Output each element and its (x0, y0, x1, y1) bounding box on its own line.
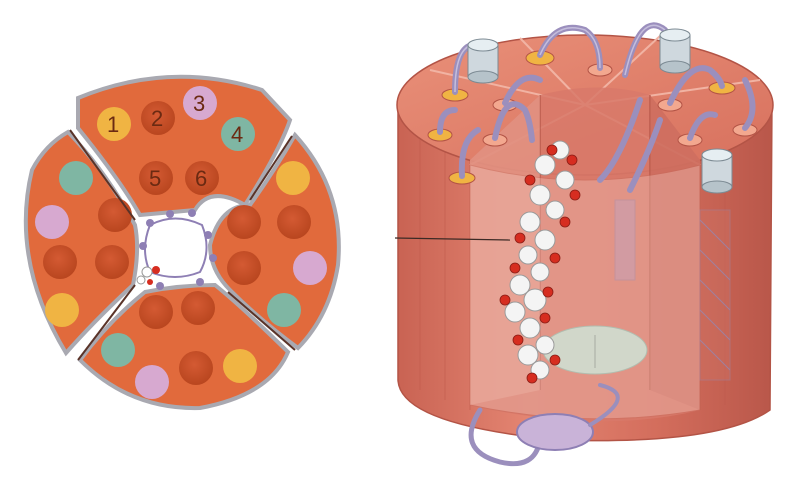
helix-label-2: 2 (151, 106, 163, 131)
helix-yellow (45, 293, 79, 327)
helix-label-6: 6 (195, 166, 207, 191)
helix-label-1: 1 (107, 112, 119, 137)
helix-red (277, 205, 311, 239)
front-panel (470, 165, 700, 419)
helix-teal (59, 161, 93, 195)
helix-red (227, 251, 261, 285)
helix-lilac (293, 251, 327, 285)
top-view-channel: 1 2 3 4 5 6 (26, 77, 339, 408)
helix-yellow (276, 161, 310, 195)
helix-label-3: 3 (193, 91, 205, 116)
helix-red (227, 205, 261, 239)
helix-red (95, 245, 129, 279)
channel-3d-view (395, 25, 773, 463)
helix-teal (267, 293, 301, 327)
helix-red (98, 198, 132, 232)
central-pore (137, 209, 217, 290)
helix-red (43, 245, 77, 279)
helix-red (179, 351, 213, 385)
helix-teal (101, 333, 135, 367)
helix-red (181, 291, 215, 325)
helix-yellow (223, 349, 257, 383)
helix-label-5: 5 (149, 166, 161, 191)
helix-lilac (135, 365, 169, 399)
helix-red (139, 295, 173, 329)
helix-lilac (35, 205, 69, 239)
helix-label-4: 4 (231, 122, 243, 147)
